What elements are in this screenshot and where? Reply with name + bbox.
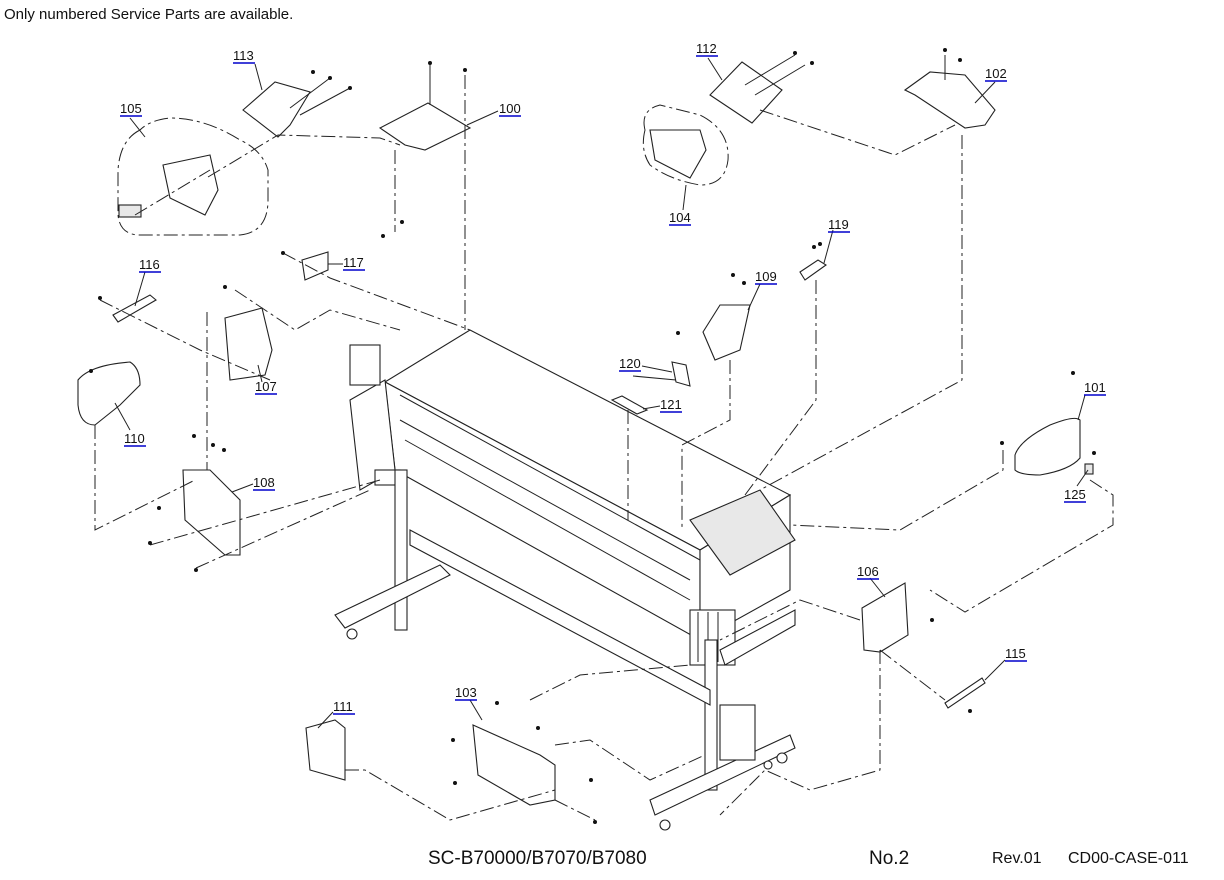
screw-markers (89, 48, 1096, 824)
svg-text:103: 103 (455, 685, 477, 700)
svg-text:107: 107 (255, 379, 277, 394)
part-119-shape (799, 259, 827, 281)
part-label-110[interactable]: 110 (114, 402, 146, 447)
svg-text:117: 117 (343, 255, 364, 270)
part-label-119[interactable]: 119 (823, 217, 850, 264)
part-121-shape (610, 395, 649, 415)
part-125-shape (1084, 463, 1094, 475)
part-label-106[interactable]: 106 (857, 564, 886, 598)
part-label-111[interactable]: 111 (317, 699, 355, 729)
svg-text:125: 125 (1064, 487, 1086, 502)
part-label-109[interactable]: 109 (747, 269, 777, 311)
part-label-107[interactable]: 107 (255, 364, 277, 395)
part-111-shape (305, 719, 346, 781)
part-104-shape (649, 129, 707, 179)
part-label-105[interactable]: 105 (120, 101, 146, 138)
part-label-104[interactable]: 104 (669, 184, 691, 226)
part-label-100[interactable]: 100 (466, 101, 521, 126)
document-code: CD00-CASE-011 (1068, 850, 1189, 867)
part-100-shape (378, 102, 472, 151)
part-120-shape (671, 361, 691, 387)
part-106-shape (861, 582, 909, 653)
part-101-shape (1014, 417, 1081, 476)
svg-text:112: 112 (696, 41, 717, 56)
part-102-shape (903, 71, 996, 129)
part-112-shape (709, 61, 783, 124)
svg-text:110: 110 (124, 431, 145, 446)
svg-text:102: 102 (985, 66, 1007, 81)
part-label-120[interactable]: 120 (619, 356, 673, 373)
part-label-116[interactable]: 116 (134, 257, 161, 307)
part-117-shape (301, 251, 329, 281)
part-104-group-outline (642, 104, 729, 186)
part-110-shape (77, 361, 141, 426)
part-label-117[interactable]: 117 (328, 255, 365, 271)
part-label-102[interactable]: 102 (974, 66, 1007, 104)
page-number: No.2 (869, 848, 910, 869)
svg-text:109: 109 (755, 269, 777, 284)
model-name: SC-B70000/B7070/B7080 (428, 848, 647, 869)
part-105-shape (162, 154, 219, 216)
service-parts-note: Only numbered Service Parts are availabl… (4, 6, 294, 23)
part-105-group-outline (117, 117, 269, 236)
svg-text:119: 119 (828, 217, 849, 232)
svg-text:120: 120 (619, 356, 641, 371)
svg-text:106: 106 (857, 564, 879, 579)
svg-text:113: 113 (233, 48, 254, 63)
svg-text:121: 121 (660, 397, 682, 412)
part-label-113[interactable]: 113 (233, 48, 263, 91)
part-label-121[interactable]: 121 (642, 397, 682, 413)
part-115-shape (944, 677, 986, 709)
part-113-shape (242, 81, 311, 138)
printer-main-unit (334, 329, 796, 831)
part-label-115[interactable]: 115 (984, 646, 1027, 681)
part-105-label-plate (118, 204, 142, 218)
svg-text:101: 101 (1084, 380, 1106, 395)
part-107-shape (224, 307, 273, 381)
part-label-103[interactable]: 103 (455, 685, 483, 721)
svg-text:104: 104 (669, 210, 691, 225)
assembly-lines (94, 54, 1114, 821)
revision: Rev.01 (992, 850, 1042, 867)
part-label-108[interactable]: 108 (231, 475, 275, 493)
part-label-101[interactable]: 101 (1077, 380, 1106, 421)
part-109-shape (702, 304, 751, 361)
svg-text:116: 116 (139, 257, 160, 272)
part-108-shape (182, 469, 241, 556)
svg-text:100: 100 (499, 101, 521, 116)
svg-text:111: 111 (333, 699, 353, 714)
svg-text:105: 105 (120, 101, 142, 116)
part-103-shape (472, 724, 556, 806)
part-label-112[interactable]: 112 (696, 41, 723, 81)
svg-text:108: 108 (253, 475, 275, 490)
svg-text:115: 115 (1005, 646, 1026, 661)
part-116-shape (112, 294, 157, 323)
part-label-125[interactable]: 125 (1064, 469, 1089, 503)
